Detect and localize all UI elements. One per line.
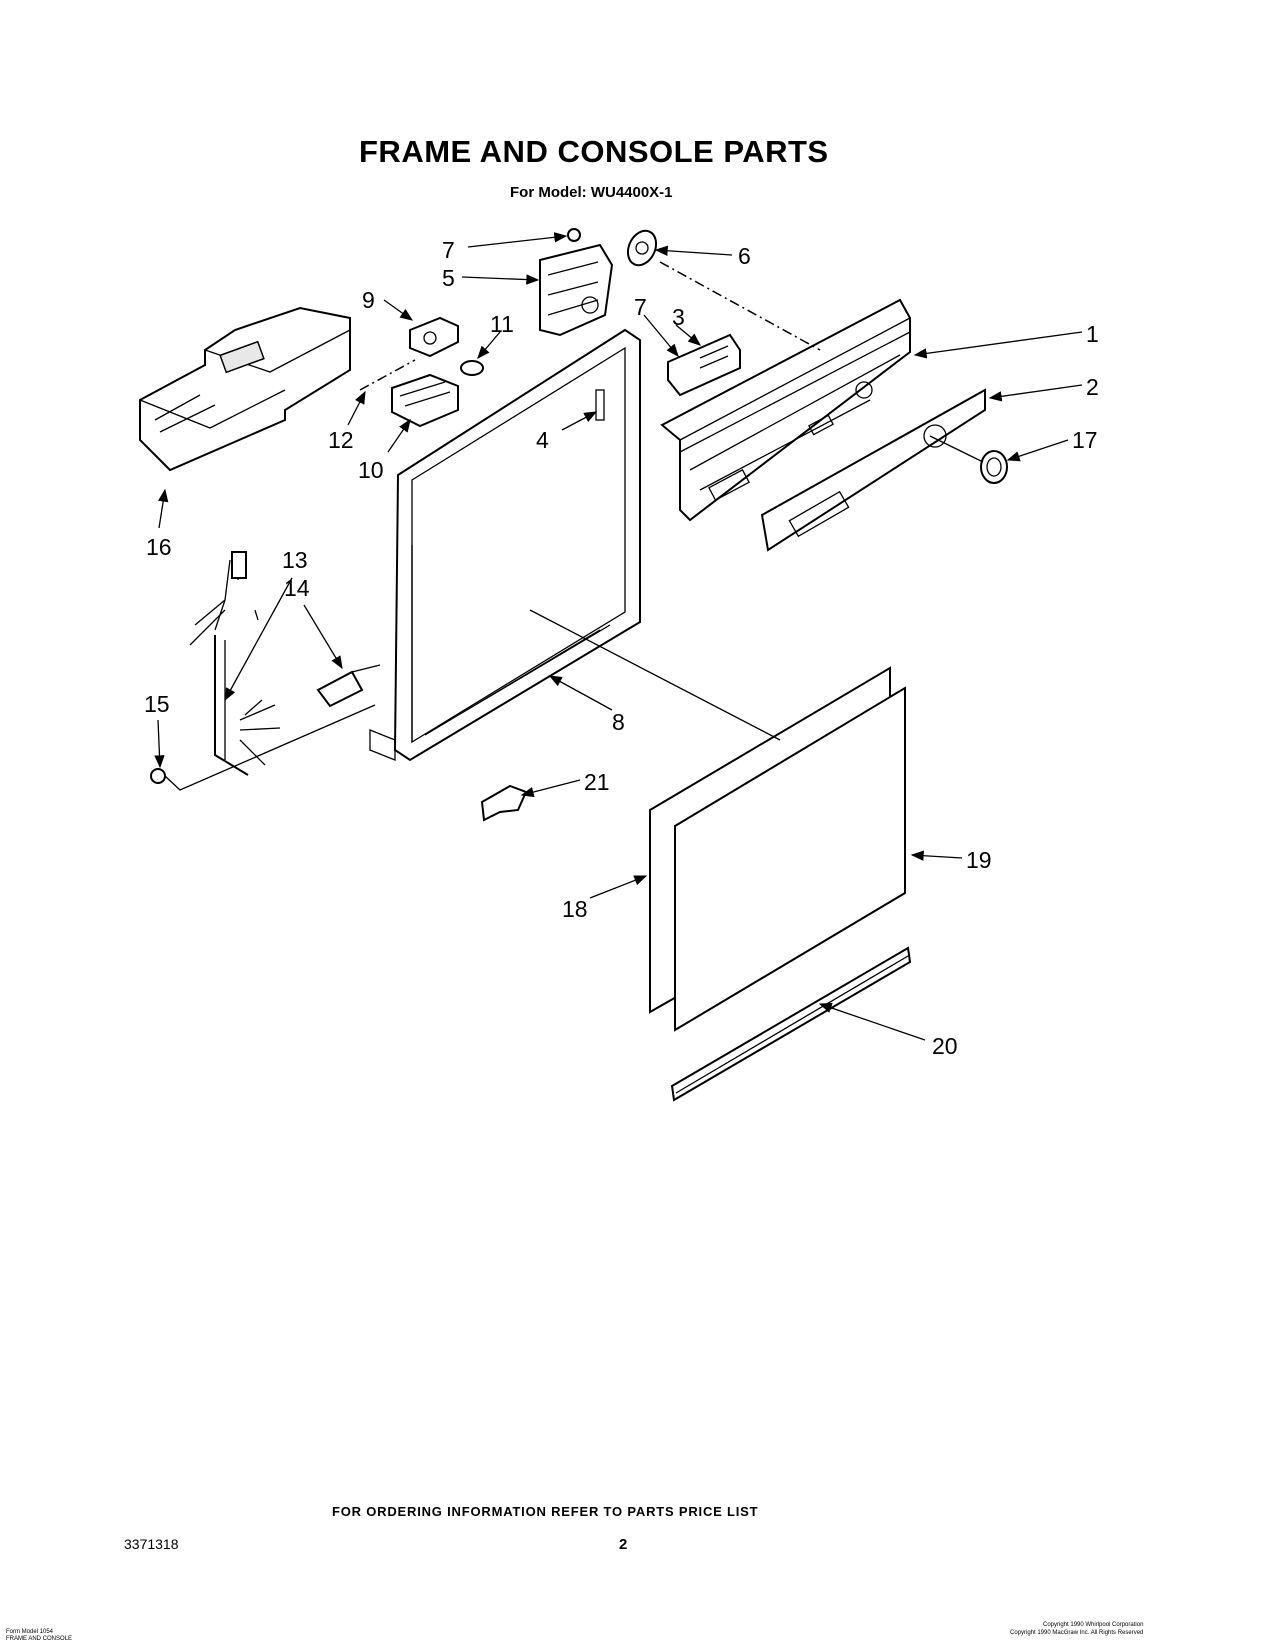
part-9-switch (409, 316, 459, 358)
part-20-trim (670, 946, 912, 1102)
part-13-wire-harness (189, 551, 281, 776)
callout-10: 10 (358, 457, 384, 483)
callout-18: 18 (562, 896, 588, 922)
callout-13: 13 (282, 547, 308, 573)
callout-2: 2 (1086, 374, 1099, 400)
part-7-screw-top (567, 228, 581, 242)
callout-15: 15 (144, 691, 170, 717)
part-19-door-panel-front (529, 609, 906, 1032)
part-21-latch (480, 784, 528, 822)
callout-19: 19 (966, 847, 992, 873)
callout-12: 12 (328, 427, 354, 453)
page-number: 2 (619, 1536, 628, 1553)
page-title: FRAME AND CONSOLE PARTS (359, 134, 829, 169)
callout-3: 3 (672, 304, 685, 330)
leader-lines (154, 232, 1083, 1041)
callout-7-side: 7 (634, 294, 647, 320)
part-11-clip (460, 360, 484, 376)
part-8-door-frame (369, 328, 641, 762)
callout-7-top: 7 (442, 237, 455, 263)
part-10-bracket (391, 373, 459, 428)
part-14-connector (316, 664, 381, 708)
part-17-knob (929, 435, 1008, 484)
part-16-housing (139, 306, 351, 472)
callout-6: 6 (738, 243, 751, 269)
callout-11: 11 (490, 311, 514, 337)
model-subtitle: For Model: WU4400X-1 (510, 184, 673, 201)
small-print-right: Copyright 1990 Whirlpool Corporation Cop… (1010, 1622, 1144, 1636)
callout-14: 14 (284, 575, 310, 601)
callout-8: 8 (612, 709, 625, 735)
ordering-note: FOR ORDERING INFORMATION REFER TO PARTS … (332, 1504, 759, 1519)
part-2-overlay (760, 388, 986, 552)
callout-9: 9 (362, 287, 375, 313)
callout-4: 4 (536, 427, 549, 453)
callout-17: 17 (1072, 427, 1098, 453)
small-print-left: Form Model 1054 FRAME AND CONSOLE (6, 1629, 73, 1642)
part-1-console (659, 261, 911, 522)
part-5-timer (539, 243, 614, 337)
part-6-knob-dial (626, 229, 658, 267)
part-3-switch-block (667, 333, 741, 397)
callout-1: 1 (1086, 321, 1099, 347)
callout-21: 21 (584, 769, 610, 795)
callout-20: 20 (932, 1033, 958, 1059)
callout-16: 16 (146, 534, 172, 560)
document-number: 3371318 (124, 1536, 179, 1552)
callout-labels: 7 5 6 9 11 7 3 1 2 17 12 4 10 16 13 14 1… (144, 237, 1099, 1059)
callout-5: 5 (442, 265, 455, 291)
part-15-screw (150, 704, 376, 791)
